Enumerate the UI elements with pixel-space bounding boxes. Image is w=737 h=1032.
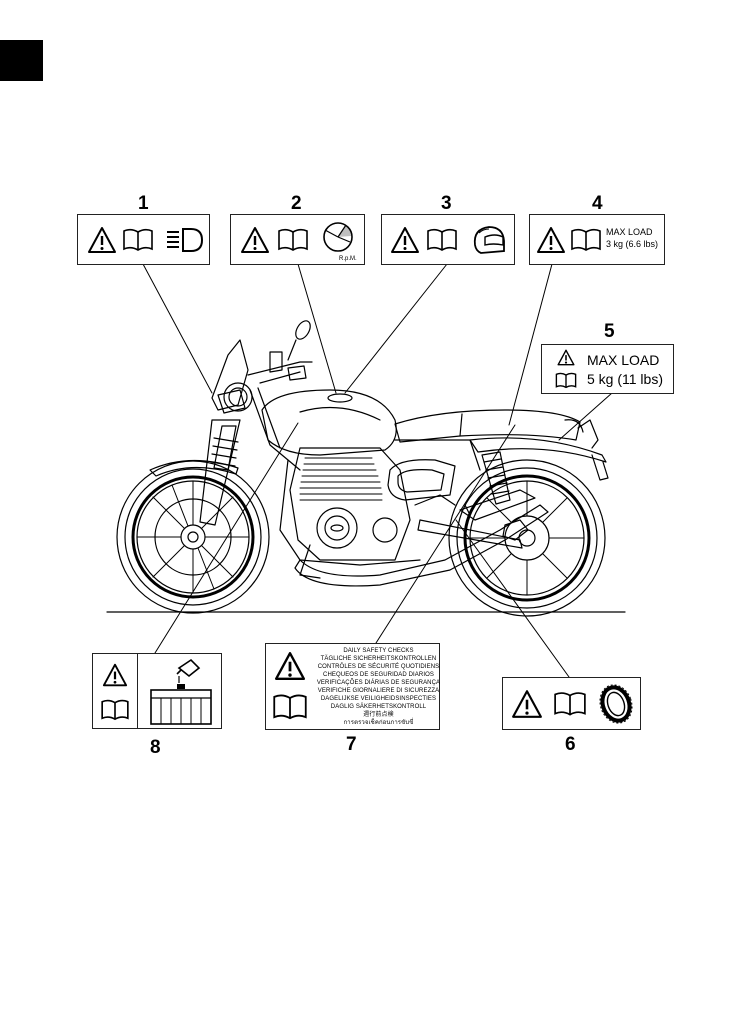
rpm-dial-icon — [323, 222, 353, 252]
rear-shock — [481, 451, 511, 505]
front-wheel — [116, 460, 270, 614]
manual-book-icon — [555, 372, 577, 389]
warning-icon — [241, 227, 269, 253]
label-number-5: 5 — [604, 321, 615, 342]
manual-book-icon — [571, 228, 601, 251]
rear-fender — [469, 419, 609, 481]
warning-icon — [274, 652, 306, 680]
warning-label-1 — [77, 214, 210, 265]
fluid-pour-icon — [176, 658, 201, 683]
headlight-icon — [167, 228, 204, 252]
fuel-tank — [261, 389, 397, 456]
exhaust — [294, 489, 549, 587]
tyre-icon — [599, 684, 633, 724]
warning-icon — [512, 690, 542, 718]
max-load-label-5: MAX LOAD 5 kg (11 lbs) — [541, 344, 674, 394]
safety-check-line: DAGELIJKSE VEILIGHEIDSINSPECTIES — [320, 696, 437, 702]
manual-book-icon — [273, 694, 307, 720]
max-load-weight: 5 kg (11 lbs) — [587, 371, 663, 387]
warning-label-3 — [381, 214, 515, 265]
handlebars — [247, 320, 313, 384]
windscreen-and-headlight — [211, 339, 253, 414]
battery-icon — [150, 684, 212, 725]
safety-check-line: DAILY SAFETY CHECKS — [343, 648, 414, 654]
daily-safety-checks-label-7: DAILY SAFETY CHECKS TÄGLICHE SICHERHEITS… — [265, 643, 440, 730]
label-number-3: 3 — [441, 193, 452, 214]
max-load-weight: 3 kg (6.6 lbs) — [606, 239, 659, 249]
warning-label-6 — [502, 677, 641, 730]
side-panel — [387, 459, 456, 501]
warning-icon — [537, 227, 565, 253]
label-number-1: 1 — [138, 193, 149, 214]
label-divider — [137, 654, 138, 728]
label-number-8: 8 — [150, 737, 161, 758]
rpm-text: R.p.M. — [339, 256, 357, 262]
safety-check-line: VERIFICHE GIORNALIERE DI SICUREZZA — [317, 688, 440, 694]
manual-book-icon — [123, 228, 153, 251]
swingarm — [414, 494, 523, 549]
safety-check-line: CHEQUEOS DE SEGURIDAD DIARIOS — [323, 672, 434, 678]
manual-book-icon — [278, 228, 308, 251]
warning-icon — [102, 663, 128, 687]
warning-icon — [557, 349, 575, 366]
warning-icon — [88, 227, 116, 253]
max-load-text: MAX LOAD — [606, 227, 653, 237]
safety-check-line: DAGLIG SÄKERHETSKONTROLL — [330, 704, 427, 710]
battery-label-8 — [92, 653, 222, 729]
page-tab-marker — [0, 40, 43, 81]
leader-lines — [142, 263, 613, 678]
safety-check-line: TÄGLICHE SICHERHEITSKONTROLLEN — [320, 656, 437, 662]
label-number-7: 7 — [346, 734, 357, 755]
engine — [289, 447, 411, 579]
safety-check-line: การตรวจเช็คก่อนการขับขี่ — [343, 720, 414, 726]
label-number-4: 4 — [592, 193, 603, 214]
manual-book-icon — [427, 228, 457, 251]
rear-wheel — [448, 459, 606, 617]
safety-check-line: 週行前点検 — [363, 712, 394, 718]
max-load-label-4: MAX LOAD 3 kg (6.6 lbs) — [529, 214, 665, 265]
manual-book-icon — [101, 699, 129, 721]
label-number-2: 2 — [291, 193, 302, 214]
manual-book-icon — [554, 692, 586, 716]
warning-icon — [391, 227, 419, 253]
warning-label-2: R.p.M. — [230, 214, 365, 265]
seat — [394, 409, 581, 443]
safety-check-line: VERIFICAÇÕES DIÁRIAS DE SEGURANÇA — [316, 680, 441, 686]
front-fork — [149, 419, 241, 526]
helmet-icon — [473, 226, 505, 254]
label-number-6: 6 — [565, 734, 576, 755]
max-load-text: MAX LOAD — [587, 352, 660, 368]
safety-checks-list: DAILY SAFETY CHECKS TÄGLICHE SICHERHEITS… — [316, 647, 441, 727]
safety-check-line: CONTRÔLES DE SÉCURITÉ QUOTIDIENS — [317, 664, 440, 670]
